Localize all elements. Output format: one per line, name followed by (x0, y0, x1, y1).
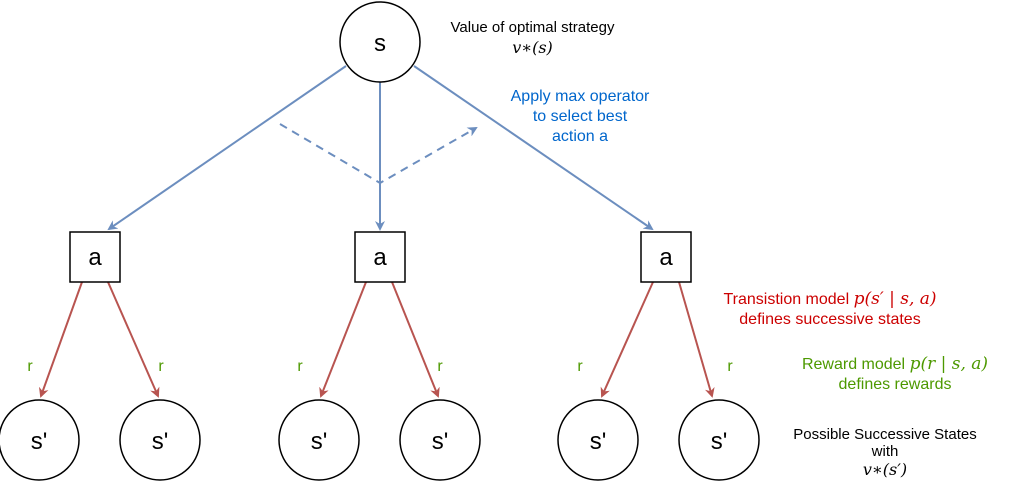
transition-arrow (107, 281, 160, 398)
action-node: a (69, 231, 121, 283)
max-operator-annotation: Apply max operator to select best action… (490, 87, 670, 147)
transition-math: p(s′ | s, a) (853, 289, 937, 309)
reward-label: r (158, 358, 164, 375)
action-label: a (373, 244, 387, 271)
root-state-label: s (374, 30, 386, 57)
transition-line2: defines successive states (739, 311, 921, 329)
policy-arrow-left (107, 65, 347, 231)
successor-state-label: s' (152, 428, 169, 455)
successor-state-node: s' (278, 399, 360, 481)
reward-label: r (727, 358, 733, 375)
action-label: a (659, 244, 673, 271)
reward-prefix: Reward model (801, 356, 906, 373)
value-annotation: Value of optimal strategy v∗(s) (420, 19, 645, 58)
successive-line1: Possible Successive States (793, 426, 977, 443)
successor-state-label: s' (711, 428, 728, 455)
reward-label: r (577, 358, 583, 375)
transition-model-annotation: Transistion model p(s′ | s, a) defines s… (695, 289, 965, 330)
max-operator-dashed-arrow (279, 123, 478, 185)
transition-prefix: Transistion model (723, 291, 850, 308)
successor-state-node: s' (119, 399, 201, 481)
max-operator-line1: Apply max operator (510, 88, 650, 105)
successor-state-label: s' (590, 428, 607, 455)
transition-arrow (678, 281, 715, 398)
action-label: a (88, 244, 102, 271)
reward-model-annotation: Reward model p(r | s, a) defines rewards (775, 354, 1015, 395)
successive-line2: with (871, 443, 899, 461)
reward-label: r (437, 358, 443, 375)
successor-state-label: s' (311, 428, 328, 455)
successor-state-node: s' (678, 399, 760, 481)
root-state-node: s (339, 1, 421, 83)
reward-label: r (297, 358, 303, 375)
successor-state-node: s' (0, 399, 80, 481)
transition-arrow (39, 281, 83, 398)
successor-state-node: s' (399, 399, 481, 481)
successive-math: v∗(s′) (862, 459, 908, 479)
action-node: a (640, 231, 692, 283)
successive-states-annotation: Possible Successive States with v∗(s′) (765, 426, 1005, 479)
successor-state-label: s' (432, 428, 449, 455)
successor-state-node: s' (557, 399, 639, 481)
value-math: v∗(s) (512, 37, 553, 57)
reward-label: r (27, 358, 33, 375)
value-title: Value of optimal strategy (450, 19, 615, 36)
max-operator-line3: action a (551, 128, 609, 145)
policy-arrow-right (413, 65, 654, 231)
transition-arrow (600, 281, 654, 398)
reward-line2: defines rewards (838, 376, 952, 394)
action-node: a (354, 231, 406, 283)
max-operator-line2: to select best (532, 108, 628, 125)
transition-arrow (319, 281, 367, 398)
transition-arrow (391, 281, 440, 398)
successor-state-label: s' (31, 428, 48, 455)
reward-math: p(r | s, a) (909, 354, 989, 374)
